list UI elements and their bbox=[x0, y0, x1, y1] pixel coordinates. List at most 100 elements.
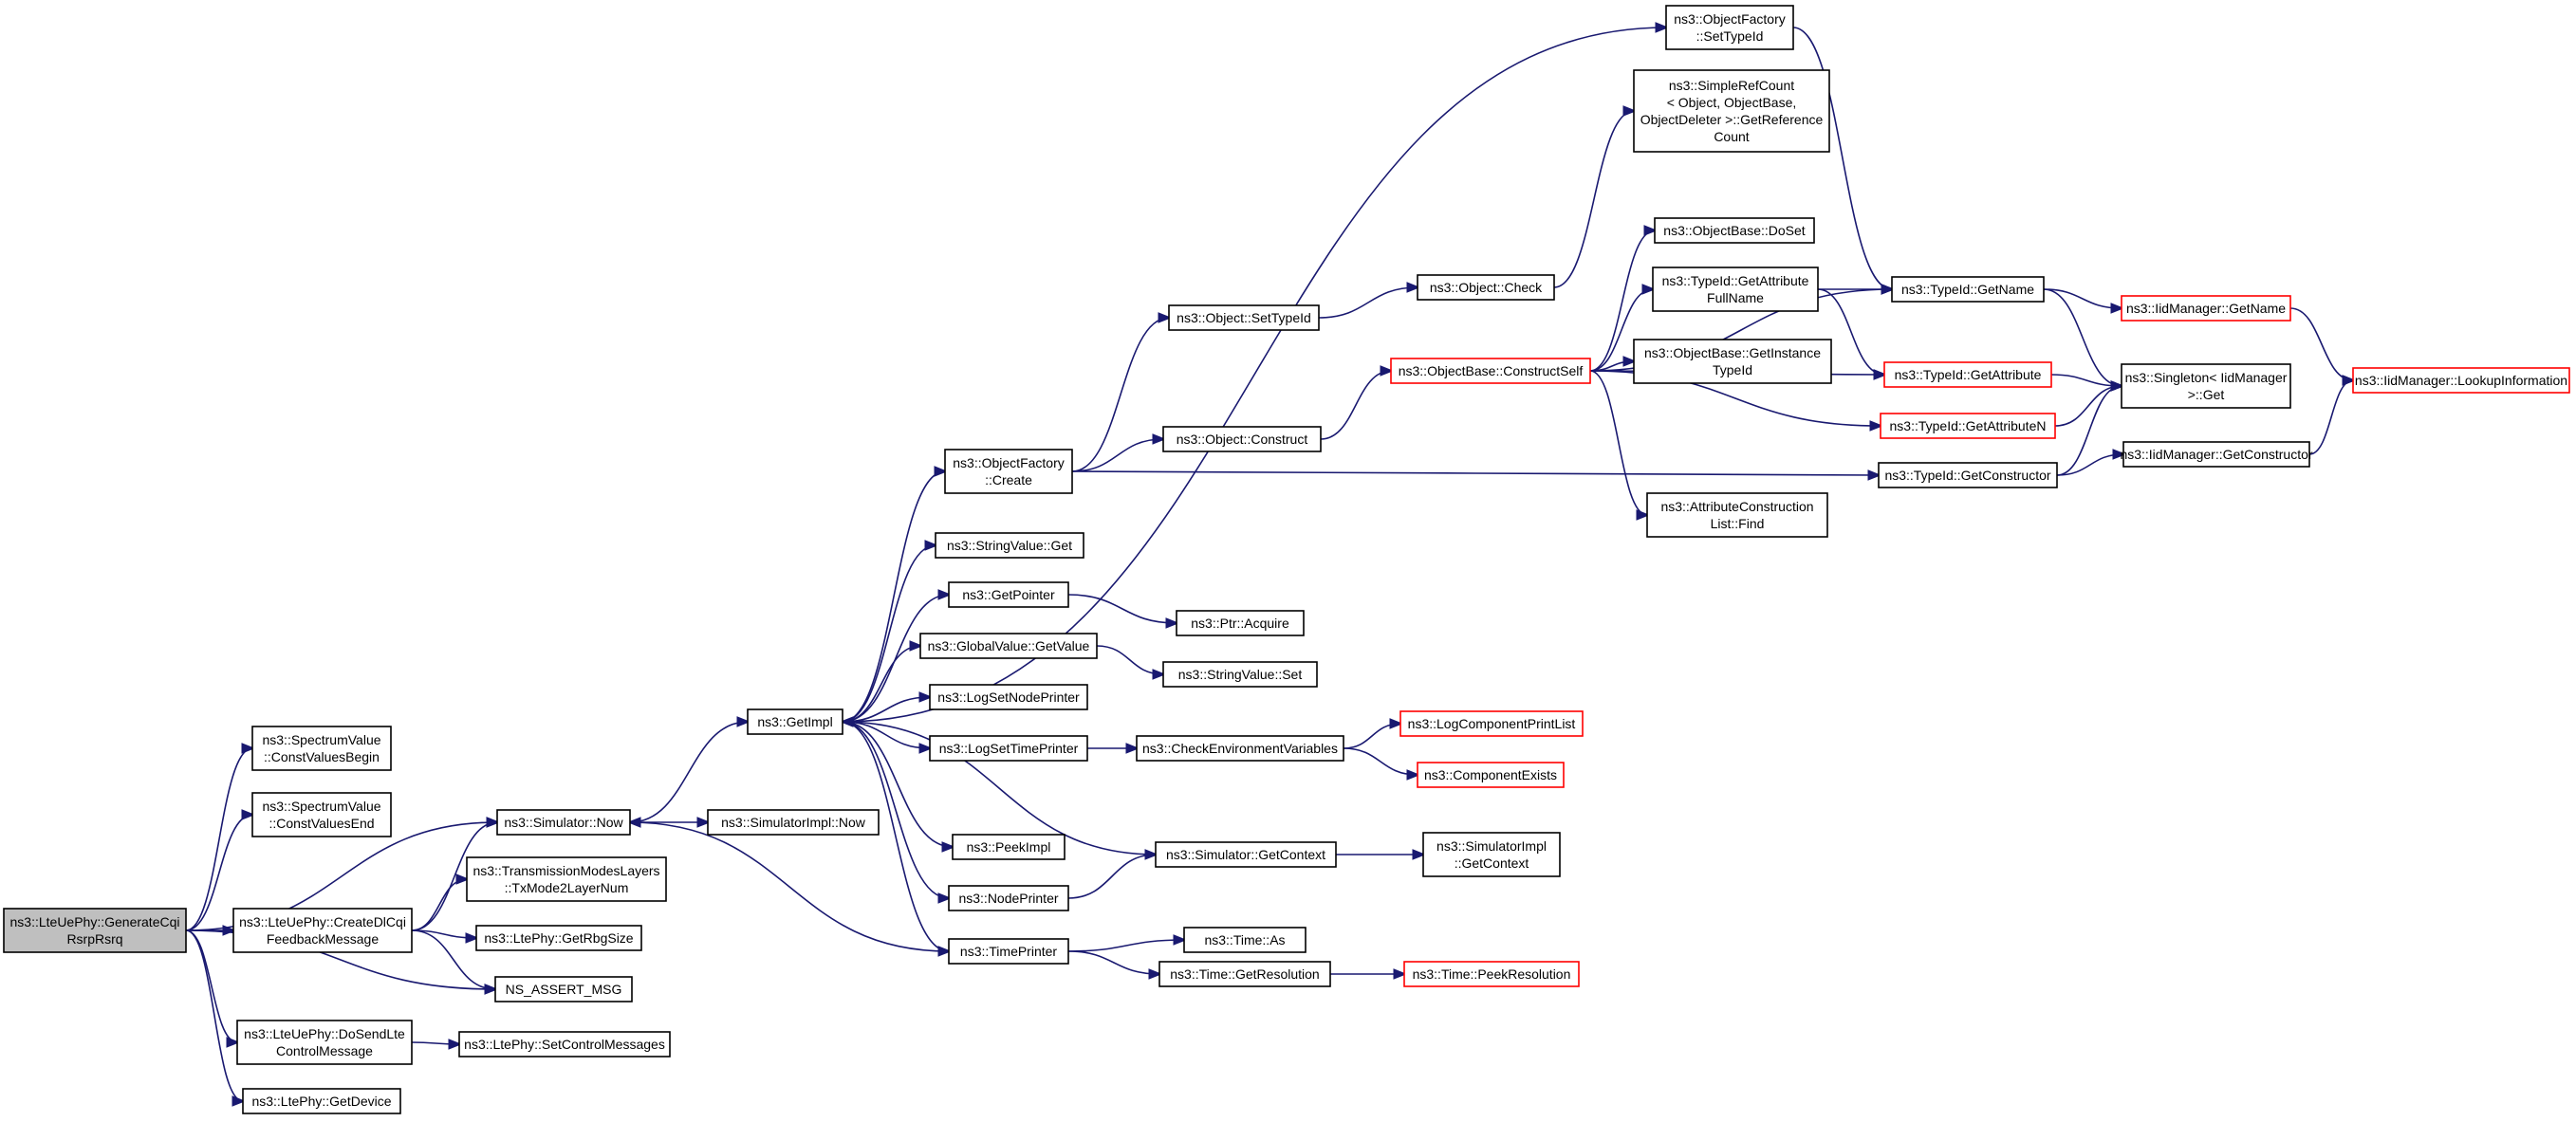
node-label: ns3::ObjectBase::GetInstance bbox=[1644, 345, 1821, 360]
edge-getimpl-to-gv_getvalue bbox=[842, 646, 920, 723]
node-create-dl[interactable]: ns3::LteUePhy::CreateDlCqiFeedbackMessag… bbox=[232, 908, 413, 953]
node-label: ns3::Ptr::Acquire bbox=[1191, 616, 1289, 631]
node-tid-getattr[interactable]: ns3::TypeId::GetAttribute bbox=[1883, 361, 2052, 388]
node-ob-constructself[interactable]: ns3::ObjectBase::ConstructSelf bbox=[1390, 358, 1591, 384]
node-label: ns3::PeekImpl bbox=[967, 839, 1051, 855]
edge-timeprinter-to-time_getres bbox=[1067, 950, 1159, 974]
node-simplerefcount[interactable]: ns3::SimpleRefCount< Object, ObjectBase,… bbox=[1633, 69, 1830, 153]
node-peekimpl[interactable]: ns3::PeekImpl bbox=[952, 834, 1066, 860]
node-simimpl-now[interactable]: ns3::SimulatorImpl::Now bbox=[707, 809, 880, 836]
node-box bbox=[1390, 358, 1591, 384]
node-nodeprinter[interactable]: ns3::NodePrinter bbox=[948, 885, 1069, 911]
node-timeprinter[interactable]: ns3::TimePrinter bbox=[948, 938, 1069, 965]
node-label: ns3::GlobalValue::GetValue bbox=[928, 638, 1090, 653]
node-box bbox=[232, 908, 413, 953]
node-box bbox=[919, 633, 1098, 659]
edge-getpointer-to-ptr_acquire bbox=[1067, 594, 1177, 623]
node-tid-getattrn[interactable]: ns3::TypeId::GetAttributeN bbox=[1880, 413, 2056, 439]
node-checkenv[interactable]: ns3::CheckEnvironmentVariables bbox=[1136, 735, 1344, 762]
node-iid-lookup[interactable]: ns3::IidManager::LookupInformation bbox=[2352, 367, 2570, 394]
node-iid-getname[interactable]: ns3::IidManager::GetName bbox=[2121, 295, 2291, 322]
node-box bbox=[494, 976, 633, 1002]
node-logcompprint[interactable]: ns3::LogComponentPrintList bbox=[1399, 710, 1584, 737]
node-compexists[interactable]: ns3::ComponentExists bbox=[1417, 762, 1565, 788]
node-label: NS_ASSERT_MSG bbox=[506, 982, 622, 997]
node-time-as[interactable]: ns3::Time::As bbox=[1183, 927, 1307, 953]
node-lognodeprinter[interactable]: ns3::LogSetNodePrinter bbox=[929, 684, 1088, 710]
node-box bbox=[1422, 832, 1561, 877]
node-box bbox=[1155, 841, 1337, 868]
edge-ob_constructself-to-attrconstr bbox=[1589, 370, 1647, 515]
node-rbgsize[interactable]: ns3::LtePhy::GetRbgSize bbox=[475, 925, 642, 951]
node-box bbox=[1162, 661, 1318, 688]
node-box bbox=[1665, 5, 1794, 50]
node-label: ns3::NodePrinter bbox=[958, 891, 1058, 906]
node-label: ns3::LteUePhy::GenerateCqi bbox=[10, 914, 180, 929]
node-ptr-acquire[interactable]: ns3::Ptr::Acquire bbox=[1176, 610, 1305, 636]
node-time-getres[interactable]: ns3::Time::GetResolution bbox=[1158, 961, 1331, 987]
node-getimpl[interactable]: ns3::GetImpl bbox=[747, 708, 843, 735]
node-box bbox=[2352, 367, 2570, 394]
node-time-peekres[interactable]: ns3::Time::PeekResolution bbox=[1403, 961, 1580, 987]
edge-root-to-sv_begin bbox=[185, 748, 252, 931]
node-box bbox=[948, 581, 1069, 608]
node-label: >::Get bbox=[2188, 387, 2225, 402]
node-label: ns3::LogSetNodePrinter bbox=[937, 690, 1080, 705]
edge-ob_constructself-to-tid_getattrfull bbox=[1589, 289, 1653, 372]
node-getpointer[interactable]: ns3::GetPointer bbox=[948, 581, 1069, 608]
node-label: ns3::IidManager::GetConstructor bbox=[2120, 447, 2312, 462]
edge-tid_getconstructor-to-iid_getconstructor bbox=[2056, 454, 2123, 476]
node-obj-check[interactable]: ns3::Object::Check bbox=[1417, 274, 1555, 301]
node-txmode[interactable]: ns3::TransmissionModesLayers::TxMode2Lay… bbox=[466, 856, 667, 902]
node-singleton-get[interactable]: ns3::Singleton< IidManager>::Get bbox=[2121, 363, 2291, 409]
edge-tid_getname-to-singleton_get bbox=[2043, 288, 2122, 386]
node-box bbox=[1399, 710, 1584, 737]
node-box bbox=[1883, 361, 2052, 388]
node-of-settypeid[interactable]: ns3::ObjectFactory::SetTypeId bbox=[1665, 5, 1794, 50]
node-sv-begin[interactable]: ns3::SpectrumValue::ConstValuesBegin bbox=[251, 726, 392, 771]
edge-checkenv-to-compexists bbox=[1343, 747, 1418, 775]
edge-timeprinter-to-sim_now bbox=[630, 822, 950, 952]
node-obj-settypeid[interactable]: ns3::Object::SetTypeId bbox=[1168, 304, 1320, 331]
node-tid-getconstructor[interactable]: ns3::TypeId::GetConstructor bbox=[1878, 462, 2058, 488]
node-sim-getcontext[interactable]: ns3::Simulator::GetContext bbox=[1155, 841, 1337, 868]
node-box bbox=[944, 449, 1073, 494]
node-label: ns3::SimpleRefCount bbox=[1669, 78, 1794, 93]
edge-root-to-getdevice bbox=[185, 929, 243, 1101]
node-logtimeprinter[interactable]: ns3::LogSetTimePrinter bbox=[929, 735, 1088, 762]
node-getdevice[interactable]: ns3::LtePhy::GetDevice bbox=[242, 1088, 401, 1114]
node-sv-end[interactable]: ns3::SpectrumValue::ConstValuesEnd bbox=[251, 792, 392, 837]
edge-sim_now-to-getimpl bbox=[629, 722, 748, 823]
node-box bbox=[1633, 339, 1832, 384]
node-label: ::TxMode2LayerNum bbox=[505, 880, 629, 895]
node-box bbox=[496, 809, 631, 836]
node-obj-construct[interactable]: ns3::Object::Construct bbox=[1162, 426, 1322, 452]
node-label: ns3::TypeId::GetName bbox=[1901, 282, 2034, 297]
node-simimpl-getcontext[interactable]: ns3::SimulatorImpl::GetContext bbox=[1422, 832, 1561, 877]
edge-tid_getconstructor-to-singleton_get bbox=[2056, 386, 2122, 476]
node-strval-get[interactable]: ns3::StringValue::Get bbox=[935, 532, 1084, 559]
node-of-create[interactable]: ns3::ObjectFactory::Create bbox=[944, 449, 1073, 494]
node-strval-set[interactable]: ns3::StringValue::Set bbox=[1162, 661, 1318, 688]
node-setctrl[interactable]: ns3::LtePhy::SetControlMessages bbox=[458, 1031, 671, 1058]
edge-of_create-to-tid_getconstructor bbox=[1071, 471, 1879, 475]
node-label: ns3::Time::As bbox=[1204, 932, 1285, 947]
node-gv-getvalue[interactable]: ns3::GlobalValue::GetValue bbox=[919, 633, 1098, 659]
node-label: ns3::Singleton< IidManager bbox=[2125, 370, 2288, 385]
node-label: ns3::Simulator::Now bbox=[504, 815, 623, 830]
node-iid-getconstructor[interactable]: ns3::IidManager::GetConstructor bbox=[2120, 441, 2313, 468]
edge-ob_constructself-to-ob_doset bbox=[1589, 230, 1655, 372]
node-tid-getname[interactable]: ns3::TypeId::GetName bbox=[1891, 276, 2045, 303]
node-box bbox=[1403, 961, 1580, 987]
node-label: ns3::ObjectBase::DoSet bbox=[1663, 223, 1806, 238]
node-assert[interactable]: NS_ASSERT_MSG bbox=[494, 976, 633, 1002]
node-ob-doset[interactable]: ns3::ObjectBase::DoSet bbox=[1654, 217, 1815, 244]
node-sim-now[interactable]: ns3::Simulator::Now bbox=[496, 809, 631, 836]
node-box bbox=[948, 938, 1069, 965]
node-label: ns3::StringValue::Get bbox=[947, 538, 1072, 553]
